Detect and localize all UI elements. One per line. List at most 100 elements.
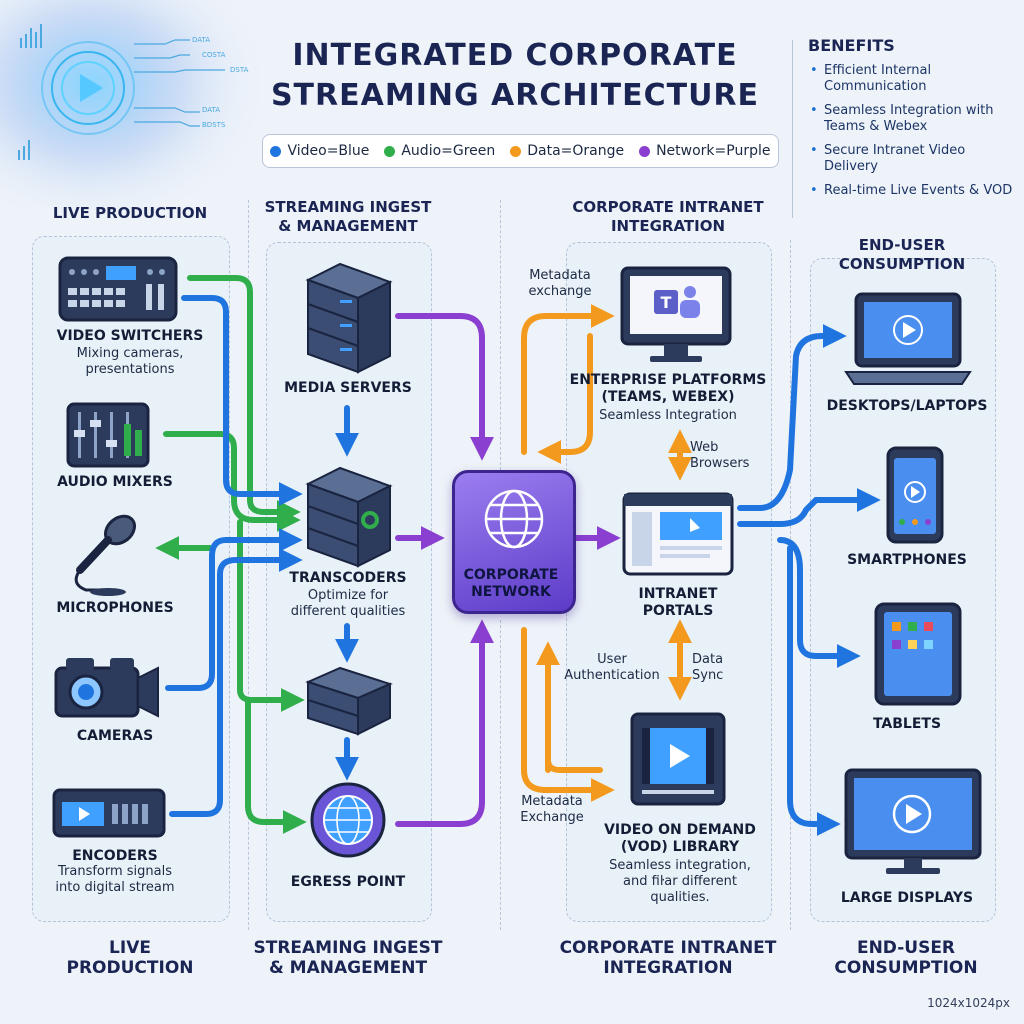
note-line: exchange [528, 284, 592, 299]
column-heading-line: CORPORATE INTRANET [572, 198, 764, 216]
color-legend: Video=Blue Audio=Green Data=Orange Netwo… [262, 134, 779, 168]
video-arrow [181, 295, 303, 506]
deco-label: DATA [192, 36, 211, 44]
tablet-icon [874, 602, 962, 706]
egress-point-label: EGRESS POINT [290, 874, 406, 890]
note-line: User [597, 652, 627, 667]
corporate-network-label: CORPORATE NETWORK [452, 567, 570, 601]
label-line: (TEAMS, WEBEX) [601, 389, 735, 405]
video-switcher-icon [58, 256, 178, 322]
note-line: Browsers [690, 456, 750, 471]
green-dot-icon [384, 145, 396, 157]
browser-window-icon [622, 492, 734, 576]
network-arrows [395, 313, 621, 827]
label-line: INTRANET [638, 586, 718, 602]
column-footer-line: CONSUMPTION [834, 958, 978, 978]
data-arrow [521, 304, 615, 455]
transcoders-label: TRANSCODERS [289, 570, 407, 586]
column-heading-line: CONSUMPTION [838, 255, 966, 273]
data-arrow [521, 627, 615, 802]
label-line: PORTALS [642, 603, 714, 619]
audio-mixer-icon [66, 402, 150, 468]
corporate-network-node [452, 470, 576, 614]
benefit-item: Seamless Integration with Teams & Webex [808, 103, 1013, 135]
play-icon [41, 41, 135, 135]
note-line: Metadata [529, 268, 591, 283]
label-line: VIDEO ON DEMAND [604, 822, 756, 838]
video-arrow [169, 548, 303, 817]
desc-line: into digital stream [55, 880, 175, 895]
network-arrow [395, 313, 494, 461]
desc-line: Mixing cameras, [76, 346, 184, 361]
benefit-item: Efficient Internal Communication [808, 63, 1013, 95]
page-title: INTEGRATED CORPORATE STREAMING ARCHITECT… [250, 36, 780, 116]
data-arrow [537, 333, 593, 464]
desc-line: different qualities [290, 604, 406, 619]
note-line: Metadata [521, 794, 583, 809]
benefit-item: Secure Intranet Video Delivery [808, 143, 1013, 175]
smartphones-label: SMARTPHONES [847, 552, 967, 568]
desc-line: Seamless integration, [609, 858, 751, 873]
transcoder-icon [305, 466, 393, 568]
column-heading-line: INTEGRATION [610, 217, 726, 235]
microphones-label: MICROPHONES [56, 600, 174, 616]
column-footer-line: END-USER [856, 938, 956, 958]
note-line: Sync [692, 668, 724, 683]
title-line: INTEGRATED CORPORATE [292, 38, 738, 73]
legend-item-video: Video=Blue [270, 143, 369, 159]
divider [500, 620, 502, 930]
server-icon [305, 666, 393, 736]
desktops-laptops-label: DESKTOPS/LAPTOPS [826, 398, 988, 414]
video-arrow [777, 537, 861, 668]
large-displays-label: LARGE DISPLAYS [840, 890, 974, 906]
divider [792, 40, 794, 218]
enterprise-platforms-desc: Seamless Integration [599, 408, 737, 423]
label-line: (VOD) LIBRARY [620, 839, 740, 855]
column-heading-line: & MANAGEMENT [278, 217, 418, 235]
video-arrow [165, 528, 303, 691]
server-icon [305, 262, 393, 374]
note-line: Exchange [520, 810, 584, 825]
camera-icon [54, 658, 159, 718]
video-switchers-desc: Mixing cameras,presentations [32, 346, 228, 378]
deco-label: DATA [202, 106, 221, 114]
cameras-label: CAMERAS [76, 728, 154, 744]
legend-item-network: Network=Purple [639, 143, 770, 159]
video-player-icon [630, 712, 726, 806]
deco-label: BDSTS [202, 121, 226, 129]
globe-icon [484, 489, 544, 549]
network-label-line: NETWORK [471, 584, 551, 600]
note-line: Authentication [564, 668, 660, 683]
purple-dot-icon [639, 145, 651, 157]
network-label-line: CORPORATE [463, 567, 559, 583]
note-line: Data [692, 652, 724, 667]
column-footer-line: STREAMING INGEST [253, 938, 443, 958]
video-switchers-label: VIDEO SWITCHERS [56, 328, 204, 344]
audio-arrow [245, 697, 307, 834]
legend-item-data: Data=Orange [510, 143, 624, 159]
encoder-icon [52, 788, 166, 838]
tablets-label: TABLETS [872, 716, 942, 732]
vod-library-label: VIDEO ON DEMAND(VOD) LIBRARY [578, 822, 782, 856]
smartphone-icon [886, 446, 944, 544]
svg-text:T: T [661, 293, 672, 312]
data-arrows [521, 304, 692, 802]
column-heading-line: STREAMING INGEST [264, 198, 432, 216]
label-line: ENTERPRISE PLATFORMS [569, 372, 767, 388]
column-heading-line: END-USER [858, 236, 946, 254]
audio-mixers-label: AUDIO MIXERS [57, 474, 173, 490]
data-arrow [545, 757, 603, 773]
microphone-icon [74, 514, 136, 596]
column-footer-line: CORPORATE INTRANET [559, 938, 777, 958]
corner-decoration [0, 0, 260, 210]
desc-line: and ﬁŀar different [623, 874, 737, 889]
